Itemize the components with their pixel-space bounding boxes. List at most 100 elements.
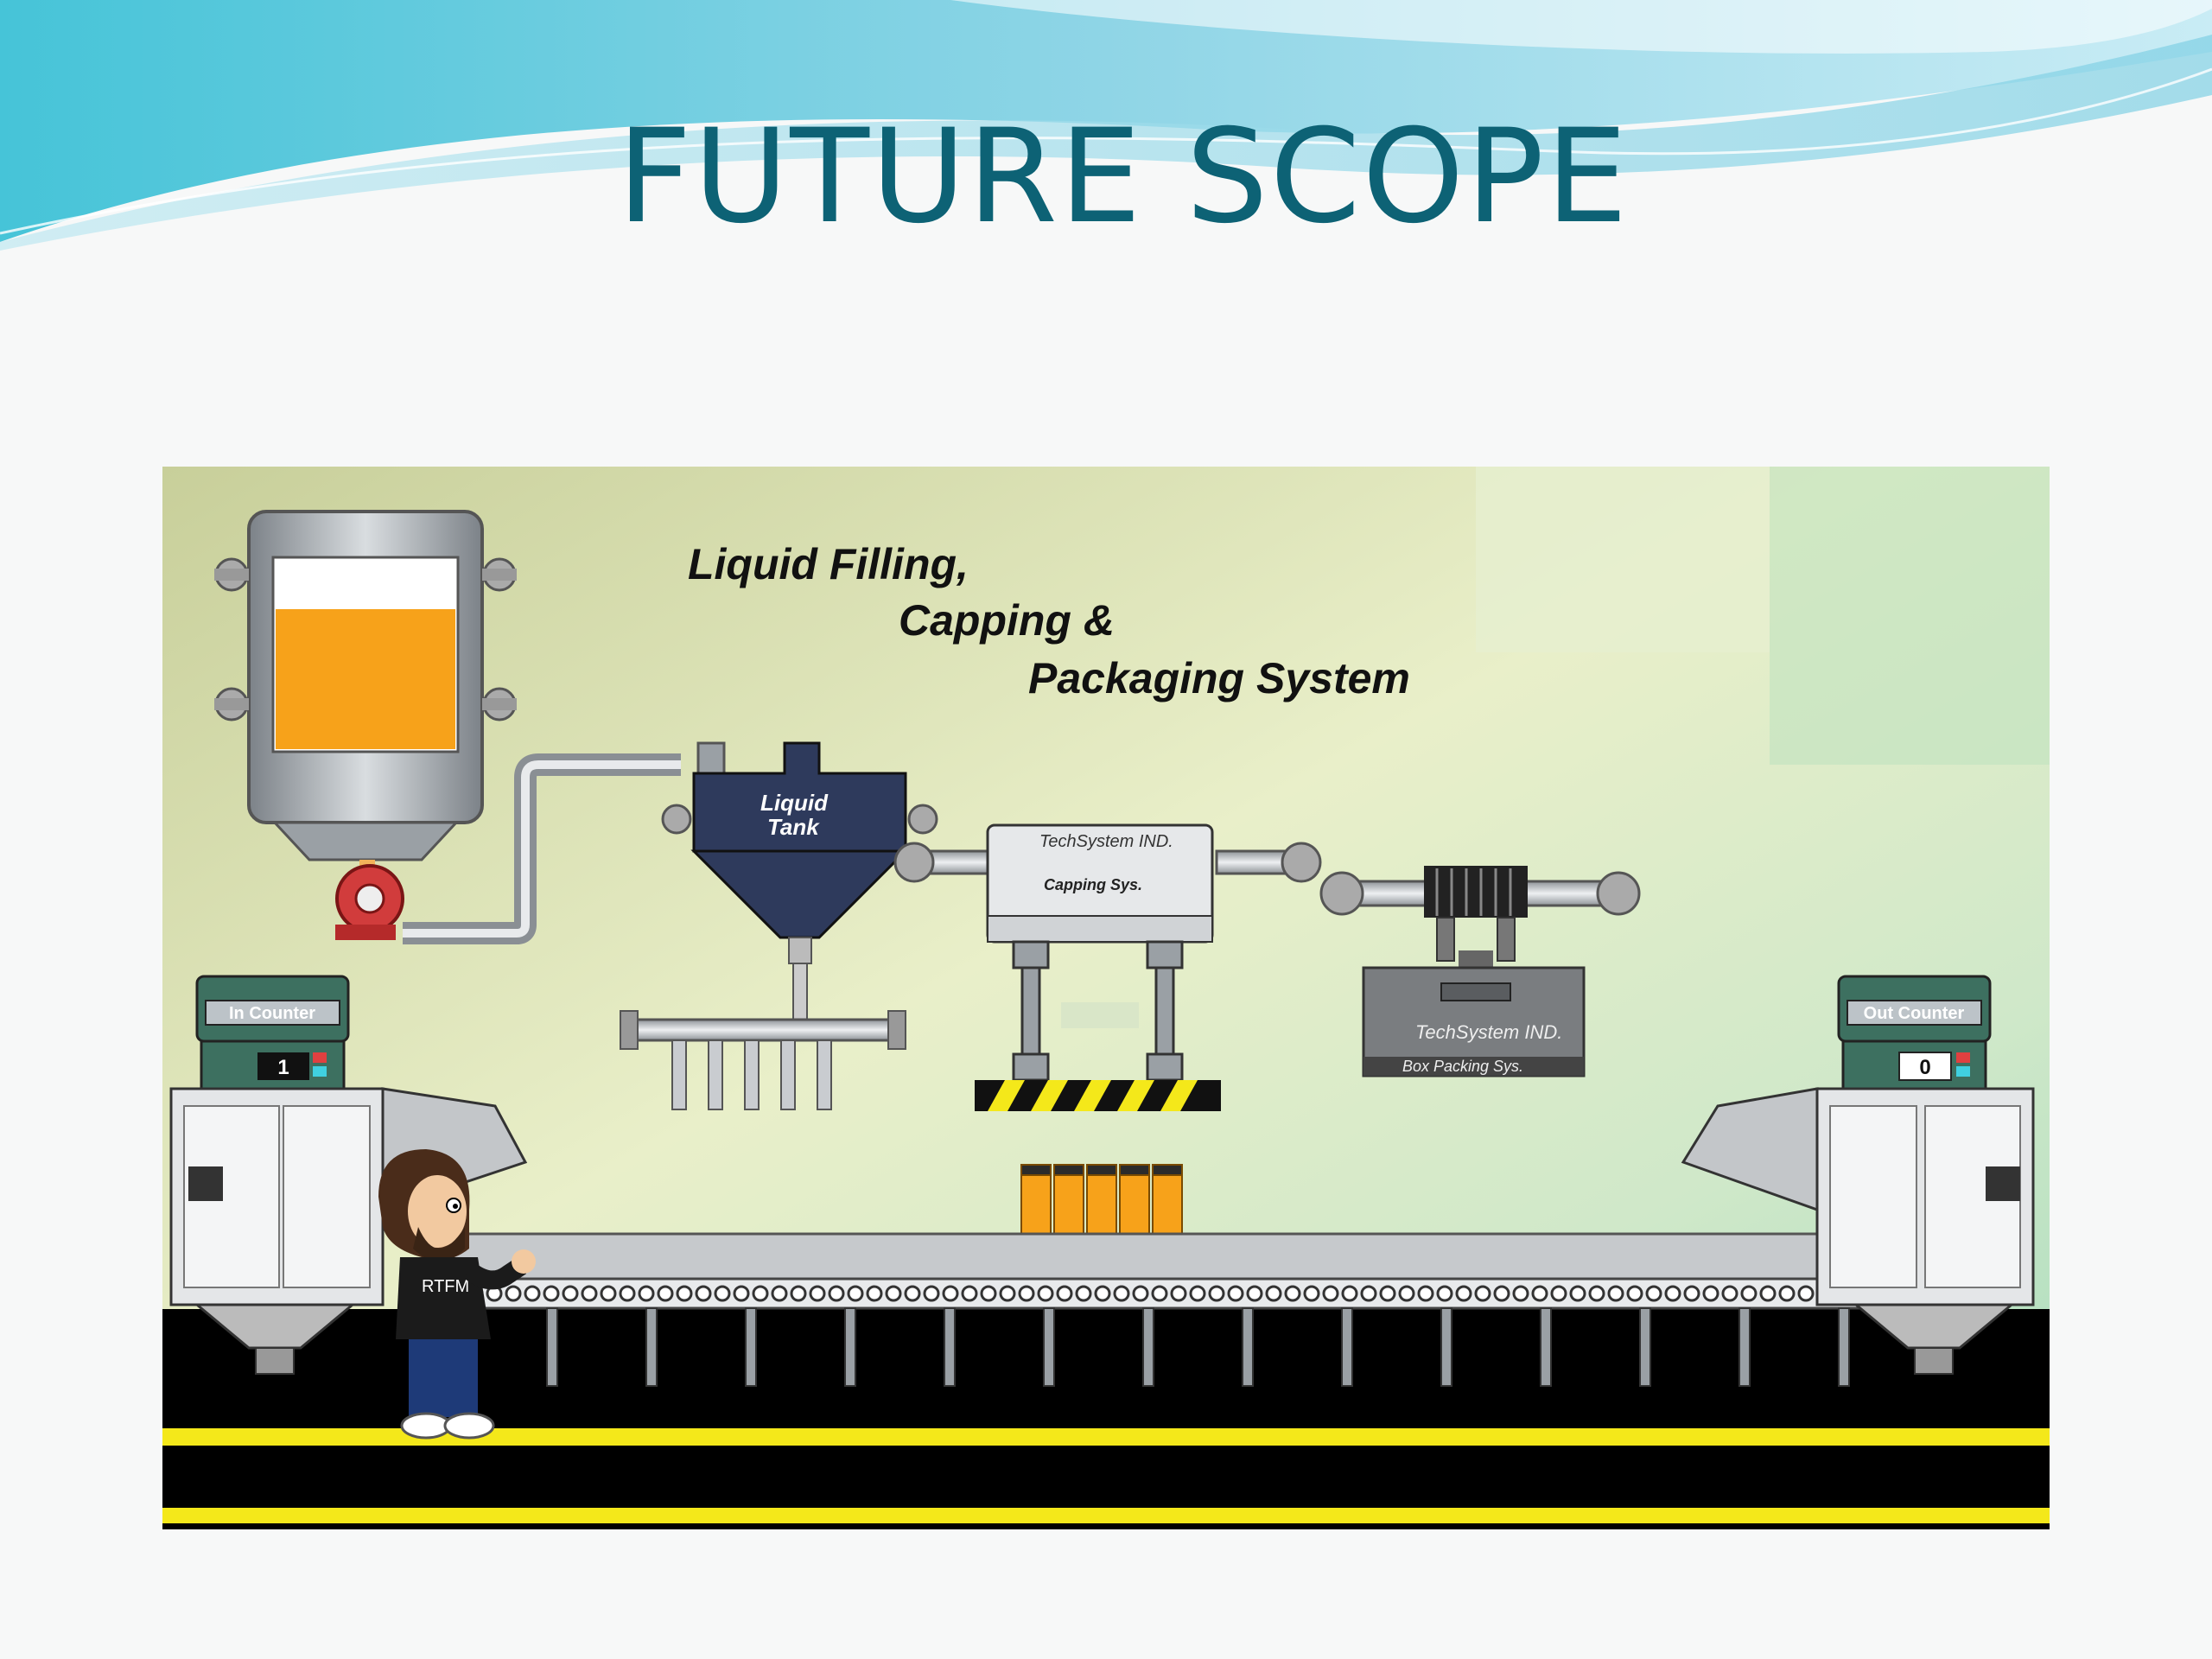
shirt-label: RTFM	[422, 1277, 469, 1296]
conveyor-roller	[733, 1285, 750, 1302]
conveyor-roller	[1588, 1285, 1605, 1302]
box-packing-system: TechSystem IND. Box Packing Sys.	[1319, 866, 1641, 1077]
capper-label: Capping Sys.	[1044, 876, 1142, 893]
conveyor-roller	[828, 1285, 845, 1302]
conveyor-roller	[904, 1285, 921, 1302]
liquid-tank-label-2: Tank	[767, 814, 820, 840]
conveyor-roller	[1493, 1285, 1510, 1302]
conveyor-leg	[745, 1307, 757, 1387]
conveyor-leg	[1639, 1307, 1651, 1387]
pump	[335, 864, 404, 940]
conveyor-roller	[1360, 1285, 1377, 1302]
conveyor-roller	[923, 1285, 940, 1302]
conveyor-roller	[714, 1285, 731, 1302]
conveyor-roller	[676, 1285, 693, 1302]
conveyor-leg	[944, 1307, 956, 1387]
conveyor-roller	[1208, 1285, 1225, 1302]
out-counter-label: Out Counter	[1864, 1004, 1965, 1023]
conveyor-roller	[999, 1285, 1016, 1302]
conveyor-leg	[1242, 1307, 1254, 1387]
conveyor-roller	[1341, 1285, 1358, 1302]
conveyor-roller	[505, 1285, 522, 1302]
conveyor-roller	[1607, 1285, 1624, 1302]
conveyor-leg	[1738, 1307, 1751, 1387]
conveyor-roller	[1626, 1285, 1643, 1302]
in-counter-value: 1	[277, 1056, 289, 1079]
conveyor-roller	[1531, 1285, 1548, 1302]
heading-line-1: Liquid Filling,	[688, 540, 969, 588]
conveyor-roller	[1246, 1285, 1263, 1302]
conveyor-roller	[543, 1285, 560, 1302]
conveyor-roller	[1113, 1285, 1130, 1302]
conveyor-roller	[1151, 1285, 1168, 1302]
floor-stripe-top	[162, 1428, 2050, 1446]
conveyor-roller	[1436, 1285, 1453, 1302]
conveyor-roller	[1056, 1285, 1073, 1302]
heading-line-3: Packaging System	[1028, 654, 1410, 702]
conveyor-roller	[1132, 1285, 1149, 1302]
packer-brand: TechSystem IND.	[1415, 1021, 1562, 1043]
conveyor-roller	[790, 1285, 807, 1302]
conveyor-leg	[1838, 1307, 1850, 1387]
conveyor-roller	[695, 1285, 712, 1302]
conveyor-roller	[1094, 1285, 1111, 1302]
tank-liquid-level	[276, 609, 455, 749]
conveyor-roller	[1550, 1285, 1567, 1302]
conveyor-roller	[961, 1285, 978, 1302]
conveyor-roller	[1075, 1285, 1092, 1302]
packer-label: Box Packing Sys.	[1402, 1058, 1523, 1075]
conveyor-leg	[645, 1307, 658, 1387]
conveyor-leg	[1043, 1307, 1055, 1387]
conveyor-roller	[581, 1285, 598, 1302]
heading-line-2: Capping &	[899, 596, 1115, 645]
conveyor-leg	[1142, 1307, 1154, 1387]
conveyor-roller	[1227, 1285, 1244, 1302]
wave-decoration	[0, 0, 2212, 251]
conveyor-roller	[1702, 1285, 1719, 1302]
conveyor-roller	[1721, 1285, 1738, 1302]
conveyor-leg	[1341, 1307, 1353, 1387]
slide-title: FUTURE SCOPE	[617, 102, 1630, 252]
conveyor-roller	[771, 1285, 788, 1302]
conveyor-roller	[1455, 1285, 1472, 1302]
conveyor-roller	[866, 1285, 883, 1302]
conveyor-roller	[600, 1285, 617, 1302]
storage-tank	[214, 510, 517, 903]
conveyor-roller	[619, 1285, 636, 1302]
conveyor-roller	[1265, 1285, 1282, 1302]
out-counter-value: 0	[1919, 1056, 1930, 1079]
conveyor-roller	[980, 1285, 997, 1302]
conveyor-roller	[1037, 1285, 1054, 1302]
conveyor-roller	[1474, 1285, 1491, 1302]
conveyor-roller	[1740, 1285, 1758, 1302]
conveyor-roller	[1683, 1285, 1700, 1302]
conveyor-belt	[420, 1232, 1910, 1387]
conveyor-roller	[942, 1285, 959, 1302]
cartoon-person: RTFM	[378, 1149, 536, 1440]
liquid-tank: Liquid Tank	[620, 741, 938, 1110]
conveyor-leg	[844, 1307, 856, 1387]
conveyor-roller	[1170, 1285, 1187, 1302]
conveyor-roller	[1379, 1285, 1396, 1302]
conveyor-roller	[1569, 1285, 1586, 1302]
conveyor-roller	[1664, 1285, 1681, 1302]
conveyor-roller	[809, 1285, 826, 1302]
conveyor-roller	[1759, 1285, 1777, 1302]
conveyor-roller	[1303, 1285, 1320, 1302]
conveyor-roller	[752, 1285, 769, 1302]
conveyor-roller	[1512, 1285, 1529, 1302]
conveyor-roller	[1189, 1285, 1206, 1302]
conveyor-roller	[1645, 1285, 1662, 1302]
out-counter-machine: Out Counter 0	[1681, 975, 2035, 1375]
conveyor-leg	[1440, 1307, 1452, 1387]
conveyor-roller	[847, 1285, 864, 1302]
conveyor-roller	[1778, 1285, 1796, 1302]
conveyor-roller	[657, 1285, 674, 1302]
in-counter-label: In Counter	[229, 1004, 315, 1023]
conveyor-roller	[524, 1285, 541, 1302]
conveyor-roller	[638, 1285, 655, 1302]
factory-illustration: Liquid Filling, Capping & Packaging Syst…	[162, 467, 2050, 1529]
conveyor-roller	[885, 1285, 902, 1302]
conveyor-leg	[1540, 1307, 1552, 1387]
